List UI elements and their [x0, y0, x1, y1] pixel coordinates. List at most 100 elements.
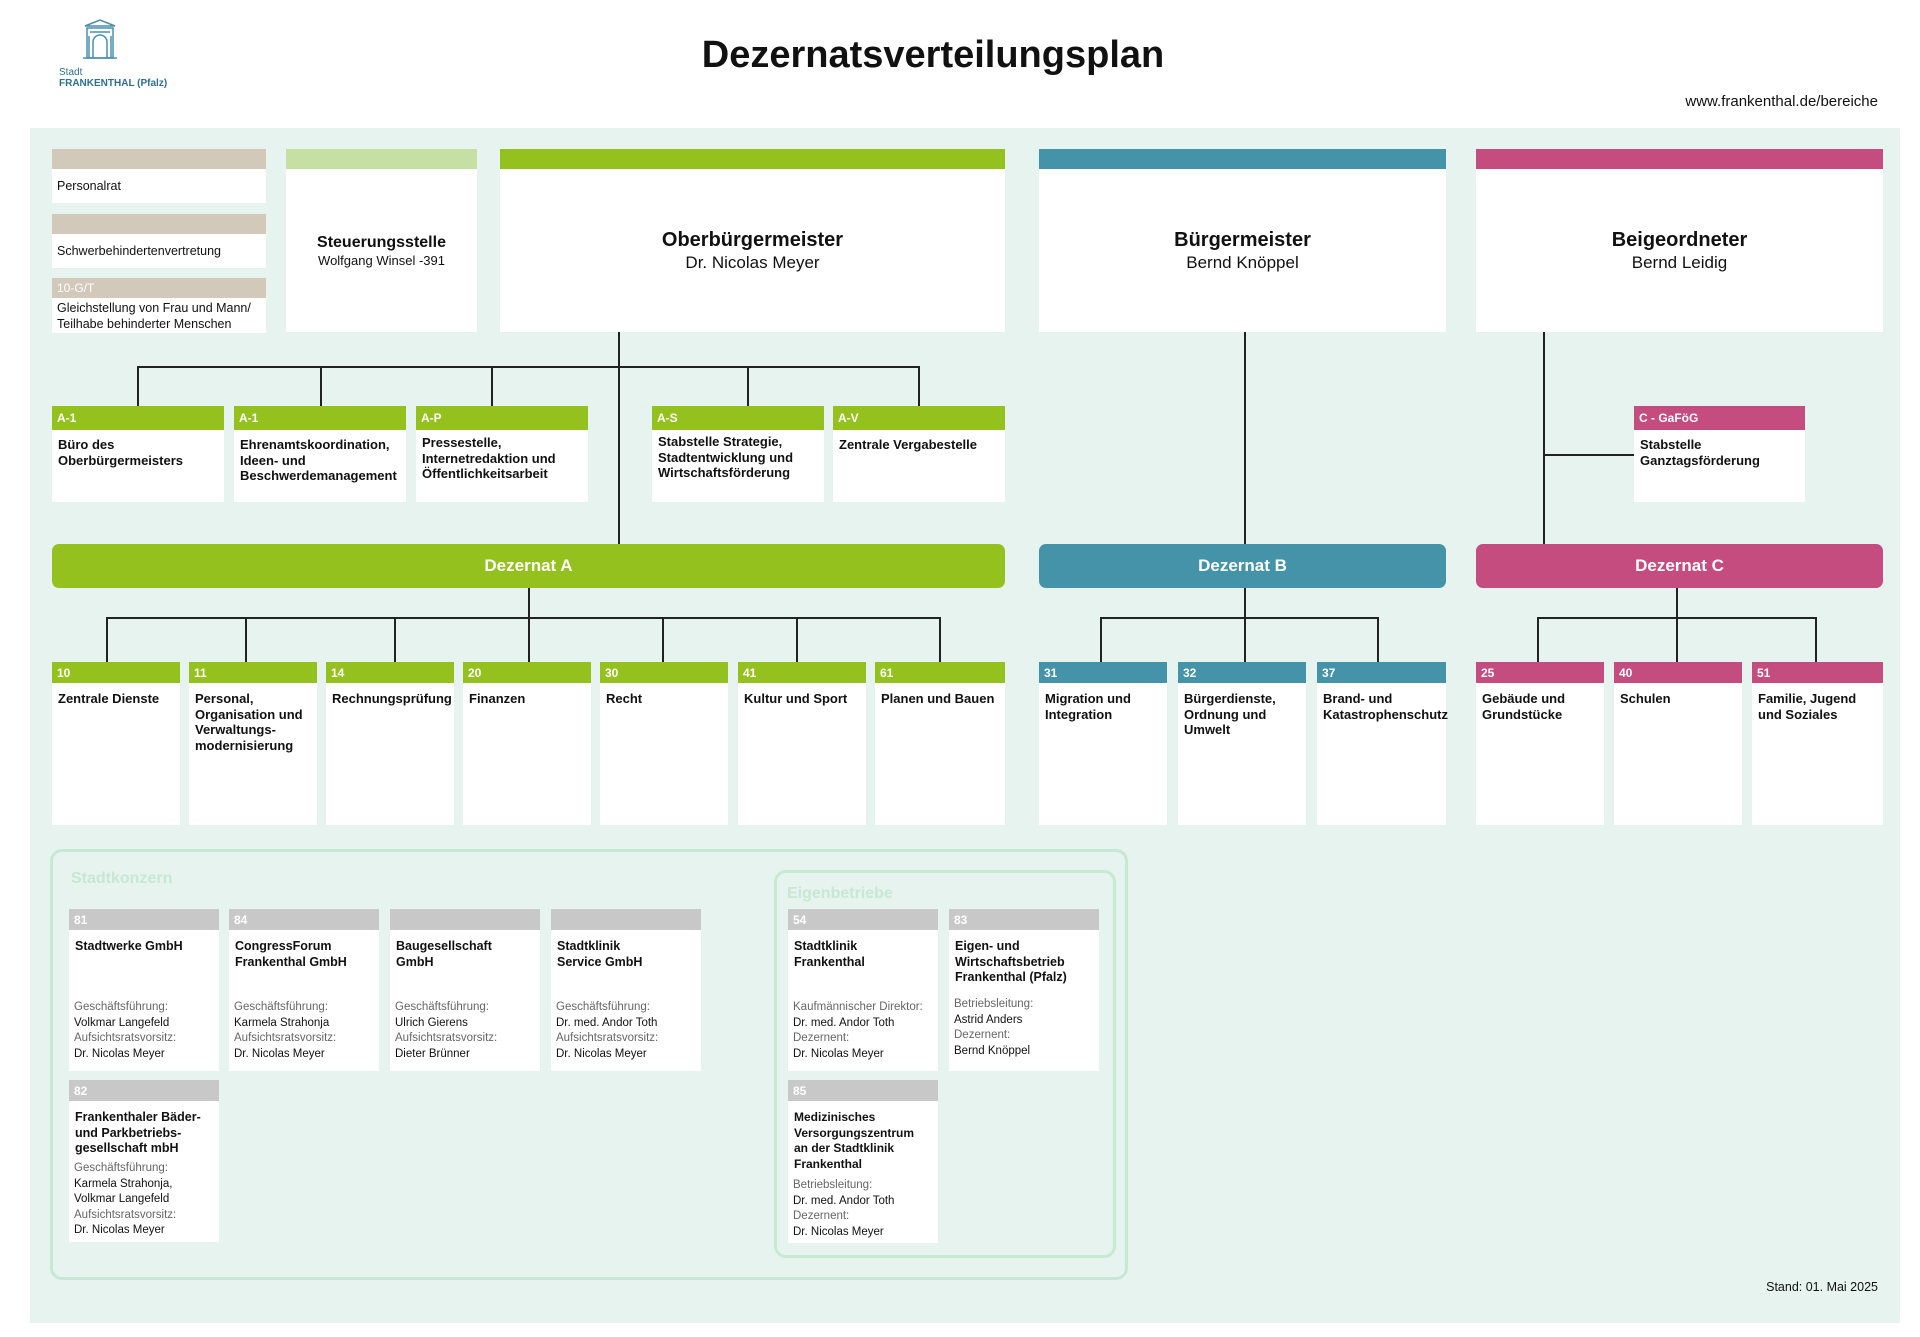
- unit-bar: [875, 662, 1005, 683]
- staff-code: A-V: [838, 411, 859, 425]
- connector-bg-vertical: [1543, 332, 1545, 544]
- unit-code: 10: [57, 666, 71, 680]
- connector-unit: [939, 617, 941, 662]
- eigenbetriebe-section: Eigenbetriebe: [774, 870, 1116, 1258]
- connector-staff-3: [491, 366, 493, 406]
- connector-unit: [245, 617, 247, 662]
- unit-code: 32: [1183, 666, 1197, 680]
- website-link[interactable]: www.frankenthal.de/bereiche: [1685, 93, 1878, 110]
- entity-bar: [551, 909, 701, 930]
- entity-bar: [69, 1080, 219, 1101]
- oberbuergermeister-person: Dr. Nicolas Meyer: [685, 253, 820, 272]
- page-title: Dezernatsverteilungsplan: [701, 34, 1165, 76]
- unit-bar: [1614, 662, 1742, 683]
- connector-unit: [106, 617, 108, 662]
- unit-bar: [1752, 662, 1883, 683]
- logo-text-stadt: Stadt: [59, 67, 83, 78]
- entity-bar: [390, 909, 540, 930]
- stand-date: Stand: 01. Mai 2025: [1766, 1280, 1878, 1294]
- unit-code: 41: [743, 666, 757, 680]
- unit-name: Zentrale Dienste: [58, 691, 160, 706]
- unit-code: 51: [1757, 666, 1771, 680]
- staff-box-strategie: A-S Stabstelle Strategie,Stadtentwicklun…: [652, 406, 824, 502]
- schwerbehinderten-box: Schwerbehindertenvertretung: [52, 214, 266, 268]
- unit-name: Planen und Bauen: [881, 691, 995, 706]
- unit-box: 40 Schulen: [1614, 662, 1742, 825]
- entity-bar: [69, 909, 219, 930]
- beigeordneter-bar: [1476, 149, 1883, 169]
- oberbuergermeister-box: Oberbürgermeister Dr. Nicolas Meyer: [500, 149, 1005, 332]
- gleichstellung-line1: Gleichstellung von Frau und Mann/: [57, 301, 251, 315]
- unit-code: 30: [605, 666, 619, 680]
- entity-details: Geschäftsführung:Karmela Strahonja,Volkm…: [74, 1162, 177, 1236]
- unit-name: Recht: [606, 691, 643, 706]
- staff-bar: [416, 406, 588, 430]
- staff-box-vergabe: A-V Zentrale Vergabestelle: [833, 406, 1005, 502]
- unit-bar: [600, 662, 728, 683]
- personalrat-box: Personalrat: [52, 149, 266, 203]
- oberbuergermeister-bar: [500, 149, 1005, 169]
- connector-unit: [1815, 617, 1817, 662]
- entity-name: Frankenthaler Bäder-und Parkbetriebs-ges…: [75, 1110, 201, 1155]
- schwerbehinderten-bar: [52, 214, 266, 234]
- unit-bar: [1178, 662, 1306, 683]
- unit-bar: [463, 662, 591, 683]
- staff-name: Stabstelle Strategie,Stadtentwicklung un…: [658, 434, 794, 480]
- staff-bar: [234, 406, 406, 430]
- entity-bar: [788, 1080, 938, 1101]
- steuerungsstelle-bar: [286, 149, 477, 169]
- dezernat-c-bar: Dezernat C: [1476, 544, 1883, 588]
- dezernat-a-bar: Dezernat A: [52, 544, 1005, 588]
- gleichstellung-line2: Teilhabe behinderter Menschen: [57, 317, 232, 331]
- staff-code: A-1: [57, 411, 77, 425]
- staff-code: C - GaFöG: [1639, 411, 1699, 425]
- entity-code: 84: [234, 913, 248, 927]
- steuerungsstelle-box: Steuerungsstelle Wolfgang Winsel -391: [286, 149, 477, 332]
- gleichstellung-code: 10-G/T: [57, 281, 95, 295]
- connector-a-down: [528, 588, 530, 618]
- unit-name: Rechnungsprüfung: [332, 691, 452, 706]
- connector-unit: [1100, 617, 1102, 662]
- city-hall-icon: [83, 19, 117, 59]
- connector-gafoeg: [1543, 454, 1634, 456]
- stadtkonzern-section: Stadtkonzern: [50, 849, 1128, 1280]
- staff-code: A-P: [421, 411, 442, 425]
- connector-c-horizontal: [1537, 617, 1816, 619]
- steuerungsstelle-person: Wolfgang Winsel -391: [318, 253, 445, 268]
- beigeordneter-person: Bernd Leidig: [1631, 253, 1728, 272]
- connector-staff-2: [320, 366, 322, 406]
- entity-code: 83: [954, 913, 968, 927]
- connector-unit: [394, 617, 396, 662]
- personalrat-bar: [52, 149, 266, 169]
- unit-box: 14 Rechnungsprüfung: [326, 662, 454, 825]
- unit-code: 11: [194, 666, 207, 680]
- entity-box: 81 Stadtwerke GmbH Geschäftsführung:Volk…: [69, 909, 219, 1071]
- entity-bar: [229, 909, 379, 930]
- connector-b-down: [1244, 588, 1246, 662]
- unit-bar: [189, 662, 317, 683]
- entity-code: 54: [793, 913, 807, 927]
